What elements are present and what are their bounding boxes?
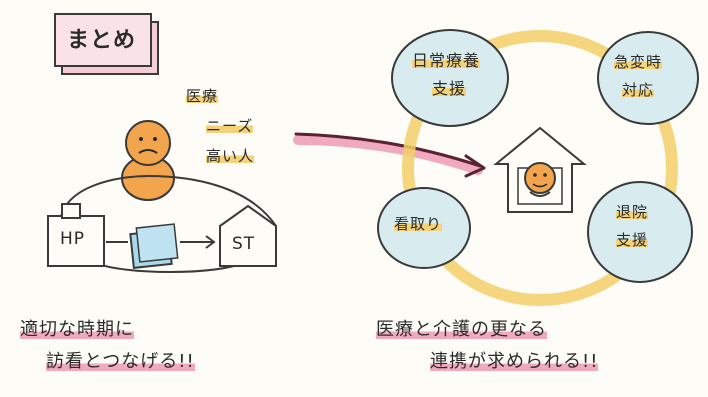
hp-building (47, 203, 105, 267)
card-to-st-arrow (180, 235, 216, 249)
summary-label: まとめ (67, 28, 137, 53)
left-caption-line-1: 適切な時期に (20, 319, 134, 341)
right-caption-line-1: 医療と介護の更なる (376, 319, 547, 341)
circle-discharge-line-2: 支援 (616, 231, 649, 250)
referral-card (129, 223, 179, 269)
patient-figure (121, 120, 175, 201)
circle-daily-care (391, 29, 509, 127)
circle-emergency (597, 31, 699, 125)
left-caption-line-2: 訪看とつなげる!! (46, 351, 195, 373)
patient-label-line-3: 高い人 (206, 147, 255, 166)
right-caption-line-2: 連携が求められる!! (430, 351, 599, 373)
support-ring (402, 30, 678, 306)
circle-daily-care-line-2: 支援 (432, 79, 467, 99)
circle-discharge-line-1: 退院 (616, 203, 649, 222)
transition-arrow-highlight (293, 135, 483, 175)
patient-label-line-1: 医療 (186, 87, 219, 106)
circle-end-of-life-line-1: 看取り (394, 215, 443, 234)
transition-arrow (294, 132, 486, 178)
st-house (219, 204, 277, 267)
hp-label: HP (60, 229, 86, 249)
patient-label-line-2: ニーズ (206, 117, 254, 136)
circle-emergency-line-2: 対応 (622, 81, 655, 100)
st-label: ST (232, 234, 256, 254)
home-figure (493, 126, 587, 213)
summary-tag (54, 13, 159, 75)
circle-emergency-line-1: 急変時 (614, 53, 663, 72)
circle-daily-care-line-1: 日常療養 (412, 51, 481, 71)
